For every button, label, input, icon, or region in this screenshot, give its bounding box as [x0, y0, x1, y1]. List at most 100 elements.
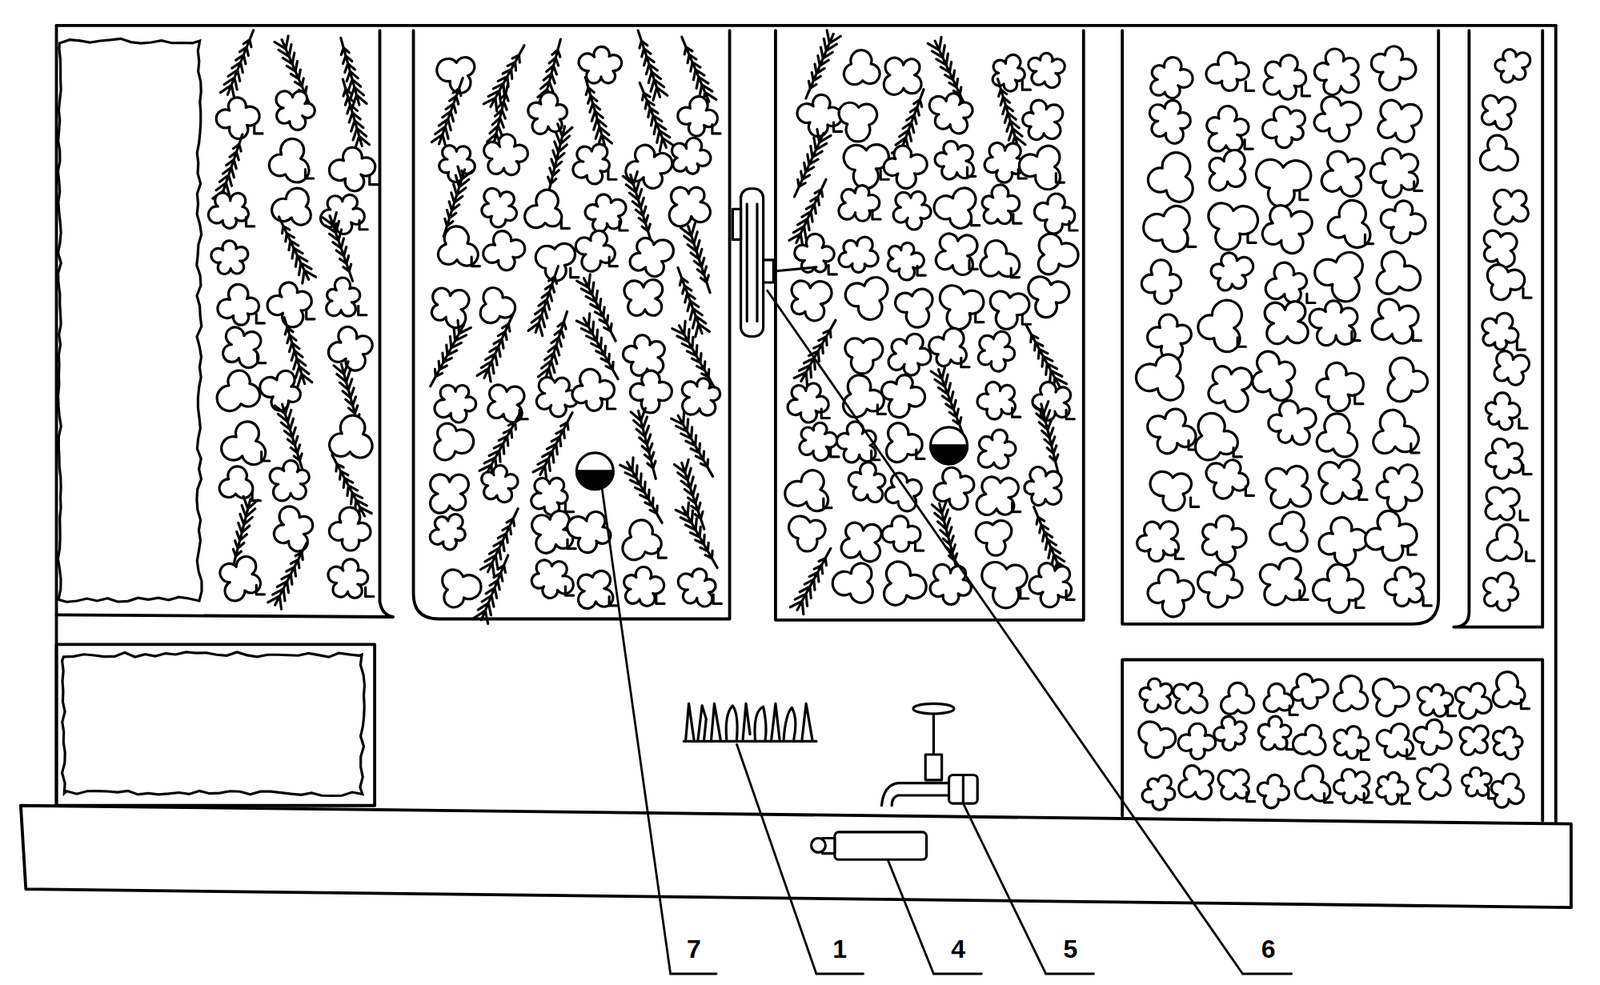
shrub-symbol: [1252, 351, 1296, 401]
shrub-symbol: [531, 560, 574, 598]
shrub-symbol: [978, 331, 1015, 372]
shrub-symbol: [677, 569, 716, 607]
conifer-symbol: [672, 320, 714, 387]
shrub-symbol: [1143, 206, 1191, 253]
plant-mark: [304, 169, 313, 179]
conifer-symbol: [630, 408, 656, 479]
leader-line: [736, 744, 816, 975]
shrub-symbol: [1321, 151, 1364, 197]
water-tap: [932, 713, 935, 755]
shrub-symbol: [1139, 678, 1172, 713]
garden-bed: [413, 30, 730, 619]
road-band: [20, 806, 1572, 908]
shrub-symbol: [431, 288, 469, 329]
shrub-symbol: [1483, 573, 1519, 611]
shrub-symbol: [1376, 772, 1408, 805]
plant-mark: [1237, 337, 1246, 347]
callout-number: 6: [1261, 936, 1276, 963]
callout-underline: [1243, 973, 1292, 976]
controller-device: [745, 204, 749, 322]
shrub-symbol: [1022, 100, 1063, 140]
shrub-symbol: [1147, 152, 1193, 202]
shrub-symbol: [1264, 301, 1308, 345]
shrub-symbol: [1178, 765, 1214, 800]
shrub-symbol: [624, 566, 665, 606]
shrub-symbol: [260, 370, 301, 411]
shrub-symbol: [1319, 517, 1368, 566]
shrub-symbol: [883, 145, 927, 189]
shrub-symbol: [1380, 200, 1426, 244]
callout-number: 7: [686, 936, 702, 963]
shrub-symbol: [1417, 764, 1451, 800]
shrub-symbol: [1372, 678, 1409, 717]
plant-mark: [306, 309, 315, 319]
shrub-symbol: [1413, 719, 1452, 755]
shrub-symbol: [272, 188, 312, 225]
garden-bed: [1122, 30, 1439, 625]
shrub-symbol: [1211, 252, 1254, 291]
shrub-symbol: [567, 512, 611, 554]
plant-mark: [1020, 589, 1029, 599]
plant-mark: [1351, 331, 1360, 341]
controller-device: [732, 188, 816, 337]
shrub-symbol: [622, 520, 662, 561]
shrub-symbol: [1371, 299, 1419, 344]
grass-clump: [683, 703, 817, 742]
plant-mark: [1526, 551, 1535, 561]
plant-mark: [358, 305, 367, 315]
shrub-symbol: [1257, 774, 1289, 808]
shrub-symbol: [884, 561, 927, 606]
controller-device: [763, 260, 774, 283]
shrub-symbol: [1373, 409, 1419, 454]
shrub-symbol: [841, 522, 882, 562]
shrub-symbol: [1178, 723, 1216, 760]
shrub-symbol: [1487, 525, 1522, 562]
conifer-symbol: [998, 79, 1026, 150]
shrub-symbol: [1485, 487, 1520, 521]
shrub-symbol: [883, 57, 922, 95]
conifer-symbol: [431, 77, 463, 148]
water-tap: [949, 774, 979, 804]
plant-mark: [914, 541, 923, 551]
shrub-symbol: [220, 557, 261, 602]
shrub-symbol: [1387, 357, 1428, 402]
plant-mark: [1013, 214, 1022, 224]
garden-bed: [775, 30, 1084, 621]
plant-mark: [252, 491, 261, 501]
plant-mark: [1401, 794, 1410, 804]
shrub-symbol: [328, 559, 369, 598]
plant-mark: [828, 264, 837, 274]
shrub-symbol: [1485, 438, 1523, 479]
shrub-symbol: [1462, 767, 1492, 797]
plant-mark: [565, 586, 574, 596]
plant-mark: [1523, 465, 1532, 474]
sprinkler-head: [930, 427, 968, 465]
shrub-symbol: [623, 335, 666, 376]
callout-number: 4: [950, 936, 966, 963]
shrub-symbol: [1371, 46, 1416, 91]
conifer-symbol: [930, 365, 963, 435]
plant-mark: [975, 312, 984, 322]
shrub-symbol: [216, 97, 260, 140]
shrub-symbol: [1194, 413, 1238, 460]
shrub-symbol: [267, 282, 312, 328]
plant-mark: [1066, 409, 1075, 419]
shrub-symbol: [1038, 233, 1079, 274]
shrub-symbol: [531, 477, 568, 515]
shrub-symbol: [975, 521, 1011, 557]
plant-mark: [1414, 181, 1423, 191]
plant-mark: [359, 220, 368, 229]
shrub-symbol: [1491, 773, 1524, 808]
shrub-symbol: [1198, 300, 1243, 352]
shrub-symbol: [326, 277, 361, 317]
shrub-symbol: [1316, 413, 1357, 458]
callout-number: 1: [832, 936, 847, 963]
plant-mark: [1055, 173, 1064, 183]
plant-mark: [1519, 510, 1528, 520]
garden-bed: [1122, 659, 1543, 821]
shrub-symbol: [1376, 465, 1422, 512]
plant-mark: [256, 313, 265, 323]
conifer-symbol: [675, 502, 718, 569]
shrub-symbol: [1494, 351, 1529, 385]
shrub-symbol: [1207, 105, 1249, 151]
